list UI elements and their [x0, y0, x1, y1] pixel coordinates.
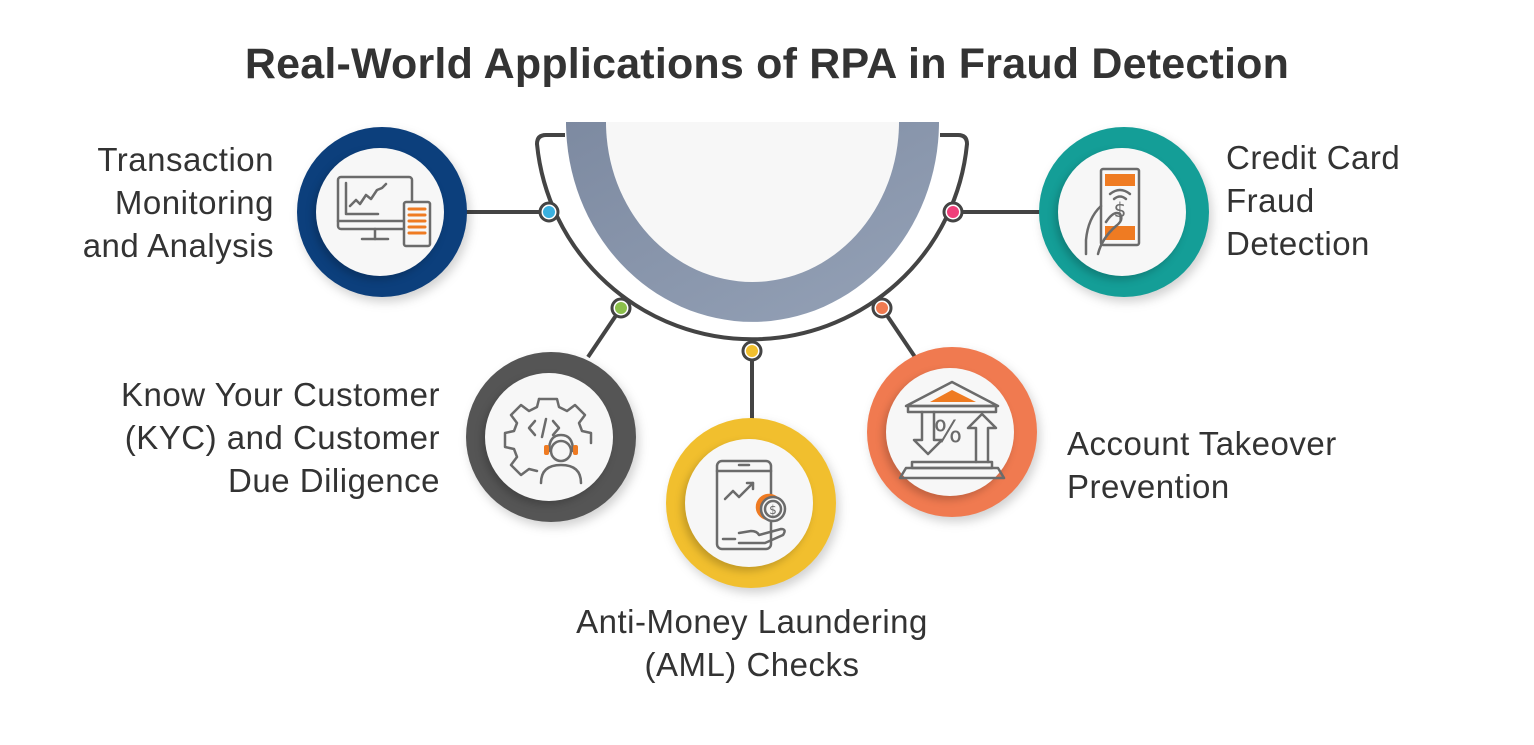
- label-line: Credit Card: [1226, 139, 1401, 176]
- node-transaction-monitoring: [297, 127, 467, 297]
- label-line: Know Your Customer: [120, 376, 440, 413]
- connector-dot-outline: [610, 297, 632, 319]
- svg-text:$: $: [769, 503, 777, 517]
- monitor-chart-tablet-icon: [336, 175, 432, 248]
- node-credit-card-fraud: [1039, 127, 1209, 297]
- label-line: Transaction: [97, 141, 274, 178]
- label-line: Due Diligence: [228, 462, 440, 499]
- label-line: Prevention: [1067, 468, 1230, 505]
- label-kyc-due-diligence: Know Your Customer (KYC) and Customer Du…: [121, 373, 440, 502]
- label-transaction-monitoring: Transaction Monitoring and Analysis: [83, 138, 274, 267]
- connector-dot-outline: [871, 297, 893, 319]
- hand-card-dollar-icon: $: [1084, 167, 1141, 256]
- label-line: Anti-Money Laundering: [576, 603, 928, 640]
- label-line: (KYC) and Customer: [124, 419, 440, 456]
- node-kyc-due-diligence: [466, 352, 636, 522]
- bank-percent-arrows-icon: %: [898, 380, 1006, 480]
- label-line: (AML) Checks: [644, 646, 860, 683]
- label-line: and Analysis: [82, 227, 274, 264]
- node-inner: [1058, 148, 1186, 276]
- connector-dot-outline: [942, 201, 964, 223]
- node-aml-checks: [666, 418, 836, 588]
- gear-code-agent-icon: [503, 397, 593, 485]
- connector-arc: [534, 133, 970, 342]
- connector-dot-aml-checks: [744, 343, 760, 359]
- central-hub: [566, 122, 939, 322]
- label-account-takeover: Account Takeover Prevention: [1067, 422, 1337, 508]
- phone-growth-coin-icon: $: [715, 459, 787, 551]
- connector-dot-outline: [741, 340, 763, 362]
- node-inner: [485, 373, 613, 501]
- connector-dot-outline: [538, 201, 560, 223]
- svg-text:%: %: [934, 415, 963, 450]
- connector-dot-kyc-due-diligence: [613, 300, 629, 316]
- connector-dot-transaction-monitoring: [541, 204, 557, 220]
- label-line: Fraud: [1226, 182, 1315, 219]
- arc-path: [534, 133, 970, 342]
- label-line: Monitoring: [114, 184, 274, 221]
- label-credit-card-fraud: Credit Card Fraud Detection: [1226, 136, 1400, 265]
- label-line: Detection: [1226, 225, 1370, 262]
- page-title: Real-World Applications of RPA in Fraud …: [244, 40, 1290, 88]
- label-aml-checks: Anti-Money Laundering (AML) Checks: [502, 600, 1002, 686]
- hub-center: [606, 122, 899, 282]
- connector-dot-credit-card-fraud: [945, 204, 961, 220]
- label-line: Account Takeover: [1067, 425, 1337, 462]
- node-account-takeover: [867, 347, 1037, 517]
- svg-text:$: $: [1114, 198, 1127, 222]
- connector-dot-account-takeover: [874, 300, 890, 316]
